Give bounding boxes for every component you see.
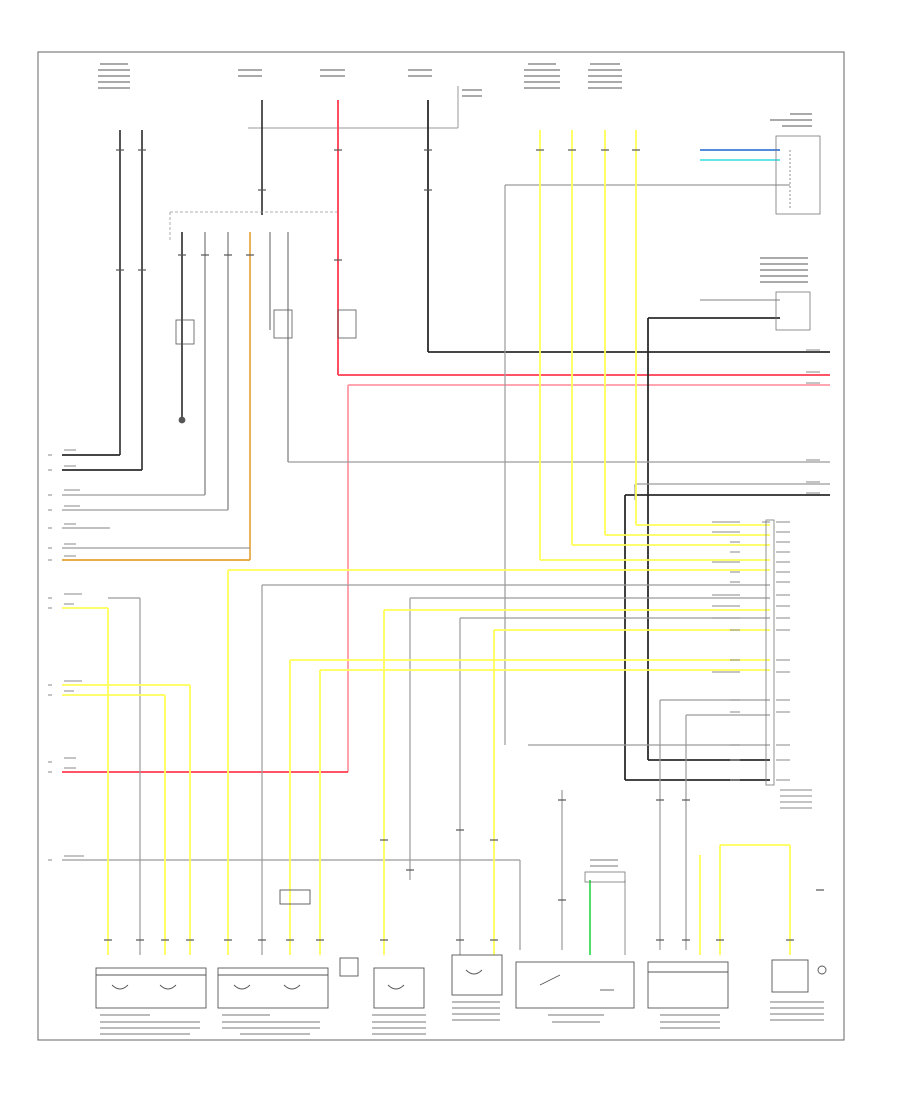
curtain-airbag-right — [771, 959, 827, 993]
seat-switch-front-left — [95, 967, 207, 1009]
airbag-module-connector — [647, 961, 729, 1009]
left-pin-labels — [48, 449, 84, 861]
yellow-signal-wires — [62, 130, 791, 955]
top-power-bus — [248, 86, 459, 129]
occupant-sensor — [515, 961, 635, 1009]
red-power-wire — [62, 100, 830, 773]
black-signal-wires — [62, 100, 830, 781]
connector-ticks — [104, 149, 824, 941]
header-label-blocks — [98, 63, 812, 283]
diagram-frame — [37, 51, 845, 1041]
gray-signal-wires — [62, 184, 830, 955]
left-junction — [169, 211, 340, 240]
left-upper-wires — [119, 100, 289, 560]
bottom-label-blocks — [100, 859, 824, 1035]
seat-switch-front-right — [217, 889, 329, 1009]
sensor-box — [584, 871, 626, 955]
cyan-blue-wires — [700, 149, 780, 161]
module-pin-labels — [712, 349, 820, 809]
seat-switch-rear-right — [451, 954, 503, 996]
seat-switch-rear-left — [339, 957, 425, 1009]
right-connector-boxes — [765, 135, 821, 786]
left-switch-symbols — [175, 309, 357, 424]
